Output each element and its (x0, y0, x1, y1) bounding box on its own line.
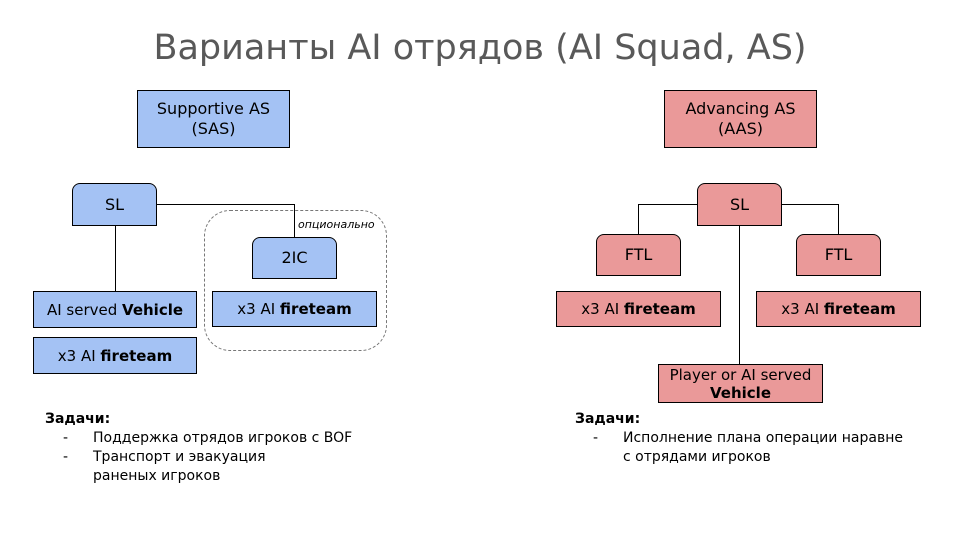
sas-header-line2: (SAS) (191, 119, 236, 138)
sas-vehicle-bold: Vehicle (122, 300, 184, 319)
sas-fireteam-box-2ic: x3 AI fireteam (212, 291, 377, 327)
sas-vehicle-box: AI served Vehicle (33, 291, 197, 328)
sas-fireteam-bold: fireteam (100, 346, 173, 365)
sas-fireteam-prefix-2ic: x3 AI (237, 300, 276, 318)
aas-connector-right-v (838, 204, 839, 235)
sas-2ic-label: 2IC (281, 248, 308, 267)
aas-header-line1: Advancing AS (685, 99, 796, 118)
aas-sl-label: SL (729, 194, 750, 214)
aas-fireteam-prefix-left: x3 AI (581, 300, 620, 318)
aas-ftl-label-right: FTL (824, 245, 853, 264)
sas-header-line1: Supportive AS (156, 99, 271, 118)
sas-task-item: Транспорт и эвакуация раненых игроков (45, 448, 333, 486)
aas-tasks-title: Задачи: (575, 411, 641, 427)
sas-fireteam-box: x3 AI fireteam (33, 337, 197, 374)
aas-ftl-label-left: FTL (624, 245, 653, 264)
page-title: Варианты AI отрядов (AI Squad, AS) (153, 28, 807, 68)
aas-fireteam-box-right: x3 AI fireteam (756, 291, 921, 327)
sas-header-box: Supportive AS (SAS) (137, 90, 290, 148)
aas-connector-sl-vehicle (739, 226, 740, 364)
aas-vehicle-line1: Player or AI served (669, 365, 812, 384)
sas-tasks: Задачи: Поддержка отрядов игроков с BOF … (45, 410, 375, 486)
aas-fireteam-box-left: x3 AI fireteam (556, 291, 721, 327)
sas-tasks-title: Задачи: (45, 411, 111, 427)
sas-fireteam-bold-2ic: fireteam (279, 300, 352, 318)
aas-fireteam-bold-right: fireteam (823, 300, 896, 318)
aas-vehicle-bold: Vehicle (710, 383, 771, 402)
aas-fireteam-prefix-right: x3 AI (781, 300, 820, 318)
optional-label: опционально (298, 218, 375, 231)
aas-fireteam-bold-left: fireteam (623, 300, 696, 318)
optional-group-outline (204, 210, 387, 351)
aas-header-line2: (AAS) (718, 119, 763, 138)
sas-fireteam-prefix: x3 AI (57, 346, 96, 365)
sas-2ic-box: 2IC (252, 237, 337, 279)
aas-tasks: Задачи: Исполнение плана операции наравн… (575, 410, 915, 467)
aas-ftl-box-left: FTL (596, 234, 681, 276)
aas-task-item: Исполнение плана операции наравне с отря… (575, 429, 913, 467)
sas-sl-label: SL (104, 194, 125, 214)
sas-connector-sl-2ic-v (294, 204, 295, 237)
sas-task-item: Поддержка отрядов игроков с BOF (45, 429, 375, 448)
sas-sl-box: SL (72, 183, 157, 226)
aas-sl-box: SL (697, 183, 782, 226)
aas-vehicle-box: Player or AI served Vehicle (658, 364, 823, 403)
sas-connector-sl-vehicle (115, 226, 116, 291)
aas-ftl-box-right: FTL (796, 234, 881, 276)
aas-header-box: Advancing AS (AAS) (664, 90, 817, 148)
sas-connector-sl-2ic-h (157, 204, 295, 205)
aas-connector-left-v (638, 204, 639, 235)
sas-vehicle-prefix: AI served (46, 300, 118, 319)
